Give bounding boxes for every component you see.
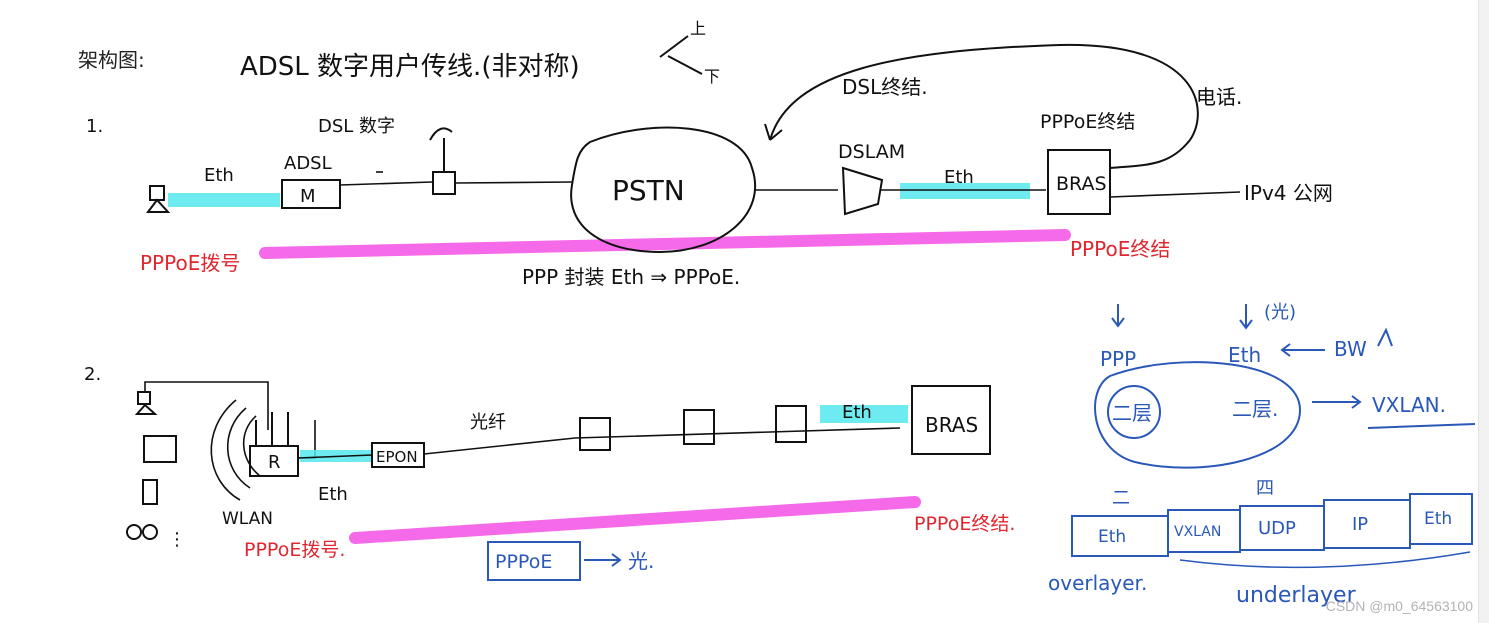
layer2-ellipse [1094, 361, 1302, 469]
packet-stack [1071, 493, 1473, 557]
pppoe-term-label-2: PPPoE终结. [914, 513, 1015, 535]
glasses-icon: ⋮ [126, 524, 186, 550]
bras-label-1: BRAS [1056, 173, 1107, 195]
dsl-loop-arrow [769, 43, 1199, 169]
adsl-label: ADSL [284, 153, 332, 174]
light-note: (光) [1264, 302, 1296, 323]
dslam-device [841, 166, 884, 216]
stack-field-udp: UDP [1258, 518, 1296, 539]
up-label: 上 [690, 19, 706, 38]
pstn-label: PSTN [612, 174, 685, 207]
overlayer-label: overlayer. [1048, 571, 1147, 595]
bras-box-2 [911, 385, 991, 455]
stack-field-eth: Eth [1098, 527, 1126, 547]
fiber-label: 光纤 [470, 412, 506, 433]
adsl-modem-box [281, 179, 341, 209]
pstn-cloud [570, 126, 757, 254]
eth-highlight-right [900, 183, 1030, 199]
title-note: ADSL 数字用户传线.(非对称) [240, 52, 580, 82]
updown-arrow [659, 35, 703, 75]
layer2-label-a: 二层 [1112, 401, 1152, 425]
pppoe-dial-label-2: PPPoE拨号. [244, 539, 345, 561]
router-label: R [268, 452, 281, 473]
stack-field-vxlan: VXLAN [1174, 524, 1221, 540]
optical-splitter-1 [579, 417, 611, 451]
eth-bras-label: Eth [842, 402, 872, 423]
splitter-icon [429, 127, 456, 195]
layer2-label-b: 二层. [1232, 397, 1278, 421]
phone-label: 电话. [1196, 85, 1242, 109]
scrollbar-strip[interactable] [1478, 0, 1489, 623]
router-antennas [255, 412, 289, 446]
optical-splitter-2 [683, 409, 715, 445]
pppoe-highlight-2 [349, 496, 921, 544]
two-label: 二 [1112, 488, 1130, 509]
csdn-watermark: CSDN @m0_64563100 [1325, 598, 1473, 614]
eth-highlight-3 [820, 405, 908, 423]
bw-label: BW [1334, 337, 1367, 361]
eth-label-left: Eth [204, 165, 234, 186]
layer2-circle [1107, 385, 1161, 439]
pppoe-dial-label-1: PPPoE拨号 [140, 251, 240, 275]
eth-label-2: Eth [318, 484, 348, 505]
pppoe-light-box [487, 541, 581, 581]
ppp-encap-label: PPP 封装 Eth ⇒ PPPoE. [522, 265, 740, 289]
optical-splitter-3 [775, 405, 807, 443]
laptop-icon [143, 435, 177, 463]
vxlan-label: VXLAN. [1372, 393, 1446, 417]
page-heading: 架构图: [78, 48, 145, 72]
ipv4-label: IPv4 公网 [1244, 181, 1333, 205]
eth-layer-label: Eth [1228, 343, 1261, 367]
light-label: 光. [628, 549, 654, 573]
wlan-signal [210, 399, 261, 501]
layer-arrows [1111, 304, 1476, 429]
underlayer-label: underlayer [1236, 583, 1357, 608]
bras-box-1 [1047, 149, 1111, 215]
section2-number: 2. [84, 364, 101, 385]
dslam-label: DSLAM [838, 141, 905, 163]
dsl-end-label: DSL终结. [842, 75, 928, 99]
stack-field-eth-outer: Eth [1424, 509, 1452, 529]
section1-number: 1. [86, 116, 103, 137]
down-label: 下 [704, 67, 720, 86]
pppoe-term-label-1: PPPoE终结 [1070, 237, 1170, 261]
wlan-label: WLAN [222, 509, 273, 529]
pppoe-end-top-label: PPPoE终结 [1040, 111, 1135, 133]
stack-field-ip: IP [1352, 514, 1368, 535]
pppoe-highlight-1 [259, 229, 1071, 259]
four-label: 四 [1256, 478, 1274, 499]
epon-label: EPON [376, 448, 418, 466]
dsl-modem-label: DSL 数字 [318, 116, 395, 137]
bras-label-2: BRAS [925, 413, 978, 437]
phone-icon [142, 479, 158, 505]
modem-label: M [300, 186, 316, 207]
svg-text:⋮: ⋮ [168, 529, 186, 550]
pc-icon-2 [134, 381, 269, 430]
underlayer-brace [1179, 551, 1471, 569]
ppp-layer-label: PPP [1100, 347, 1136, 371]
eth-highlight-left [168, 193, 280, 207]
pc-icon [146, 185, 171, 213]
eth-label-right: Eth [944, 167, 974, 188]
router-box [249, 445, 299, 477]
pppoe-light-label: PPPoE [495, 551, 552, 573]
epon-box [371, 442, 425, 468]
